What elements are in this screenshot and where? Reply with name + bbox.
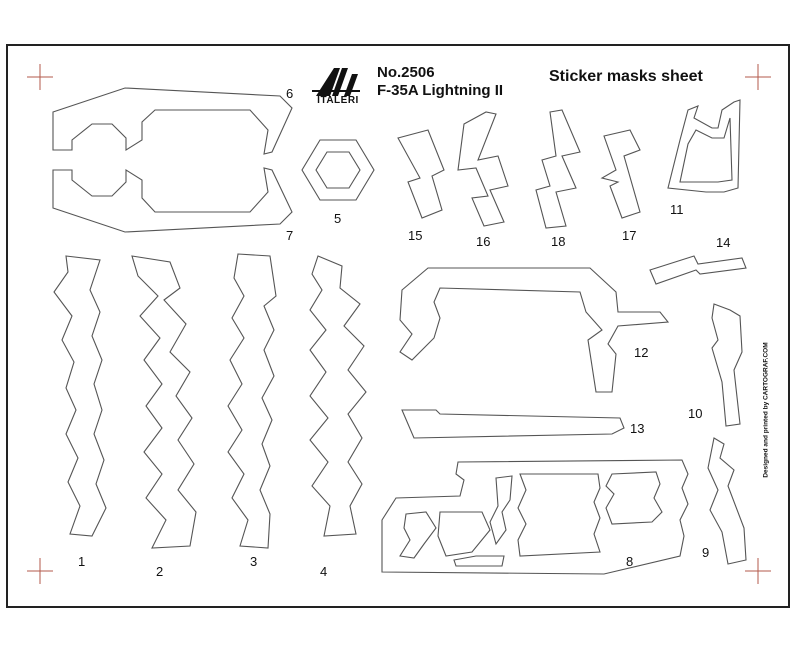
part-label-15: 15 xyxy=(408,228,422,243)
part-label-6: 6 xyxy=(286,86,293,101)
part-label-17: 17 xyxy=(622,228,636,243)
mask-part-14: 14 xyxy=(649,235,747,285)
registration-mark-bottom-right xyxy=(745,558,771,584)
mask-part-3: 3 xyxy=(227,253,277,569)
part-label-7: 7 xyxy=(286,228,293,243)
mask-part-6: 6 xyxy=(52,86,293,155)
mask-part-12: 12 xyxy=(399,267,670,393)
mask-part-4: 4 xyxy=(309,255,367,579)
part-label-3: 3 xyxy=(250,554,257,569)
part-label-4: 4 xyxy=(320,564,327,579)
part-label-2: 2 xyxy=(156,564,163,579)
part-label-13: 13 xyxy=(630,421,644,436)
part-label-9: 9 xyxy=(702,545,709,560)
part-label-10: 10 xyxy=(688,406,702,421)
sheet-border xyxy=(6,44,790,608)
part-label-8: 8 xyxy=(626,554,633,569)
part-label-18: 18 xyxy=(551,234,565,249)
mask-part-15: 15 xyxy=(397,129,445,243)
mask-part-2: 2 xyxy=(131,255,197,579)
part-label-1: 1 xyxy=(78,554,85,569)
registration-mark-bottom-left xyxy=(27,558,53,584)
product-name: F-35A Lightning II xyxy=(377,82,504,99)
mask-part-9: 9 xyxy=(702,437,747,565)
mask-part-16: 16 xyxy=(457,111,509,249)
part-label-11: 11 xyxy=(670,202,684,217)
part-label-16: 16 xyxy=(476,234,490,249)
mask-part-13: 13 xyxy=(401,409,644,439)
mask-part-17: 17 xyxy=(600,129,641,243)
registration-mark-top-left xyxy=(27,64,53,90)
part-label-14: 14 xyxy=(716,235,730,250)
mask-part-11: 11 xyxy=(667,99,741,217)
mask-part-7: 7 xyxy=(52,167,293,243)
part-label-5: 5 xyxy=(334,211,341,226)
mask-part-18: 18 xyxy=(535,109,581,249)
mask-part-5: 5 xyxy=(301,139,375,226)
product-number: No.2506 xyxy=(377,64,435,81)
mask-part-8: 8 xyxy=(381,459,689,575)
mask-part-10: 10 xyxy=(688,303,743,427)
sheet-title: Sticker masks sheet xyxy=(549,68,703,85)
part-label-12: 12 xyxy=(634,345,648,360)
mask-part-1: 1 xyxy=(53,255,107,569)
brand-logo-text: ITALERI xyxy=(317,95,359,106)
registration-mark-top-right xyxy=(745,64,771,90)
italeri-logo-icon xyxy=(312,68,360,96)
